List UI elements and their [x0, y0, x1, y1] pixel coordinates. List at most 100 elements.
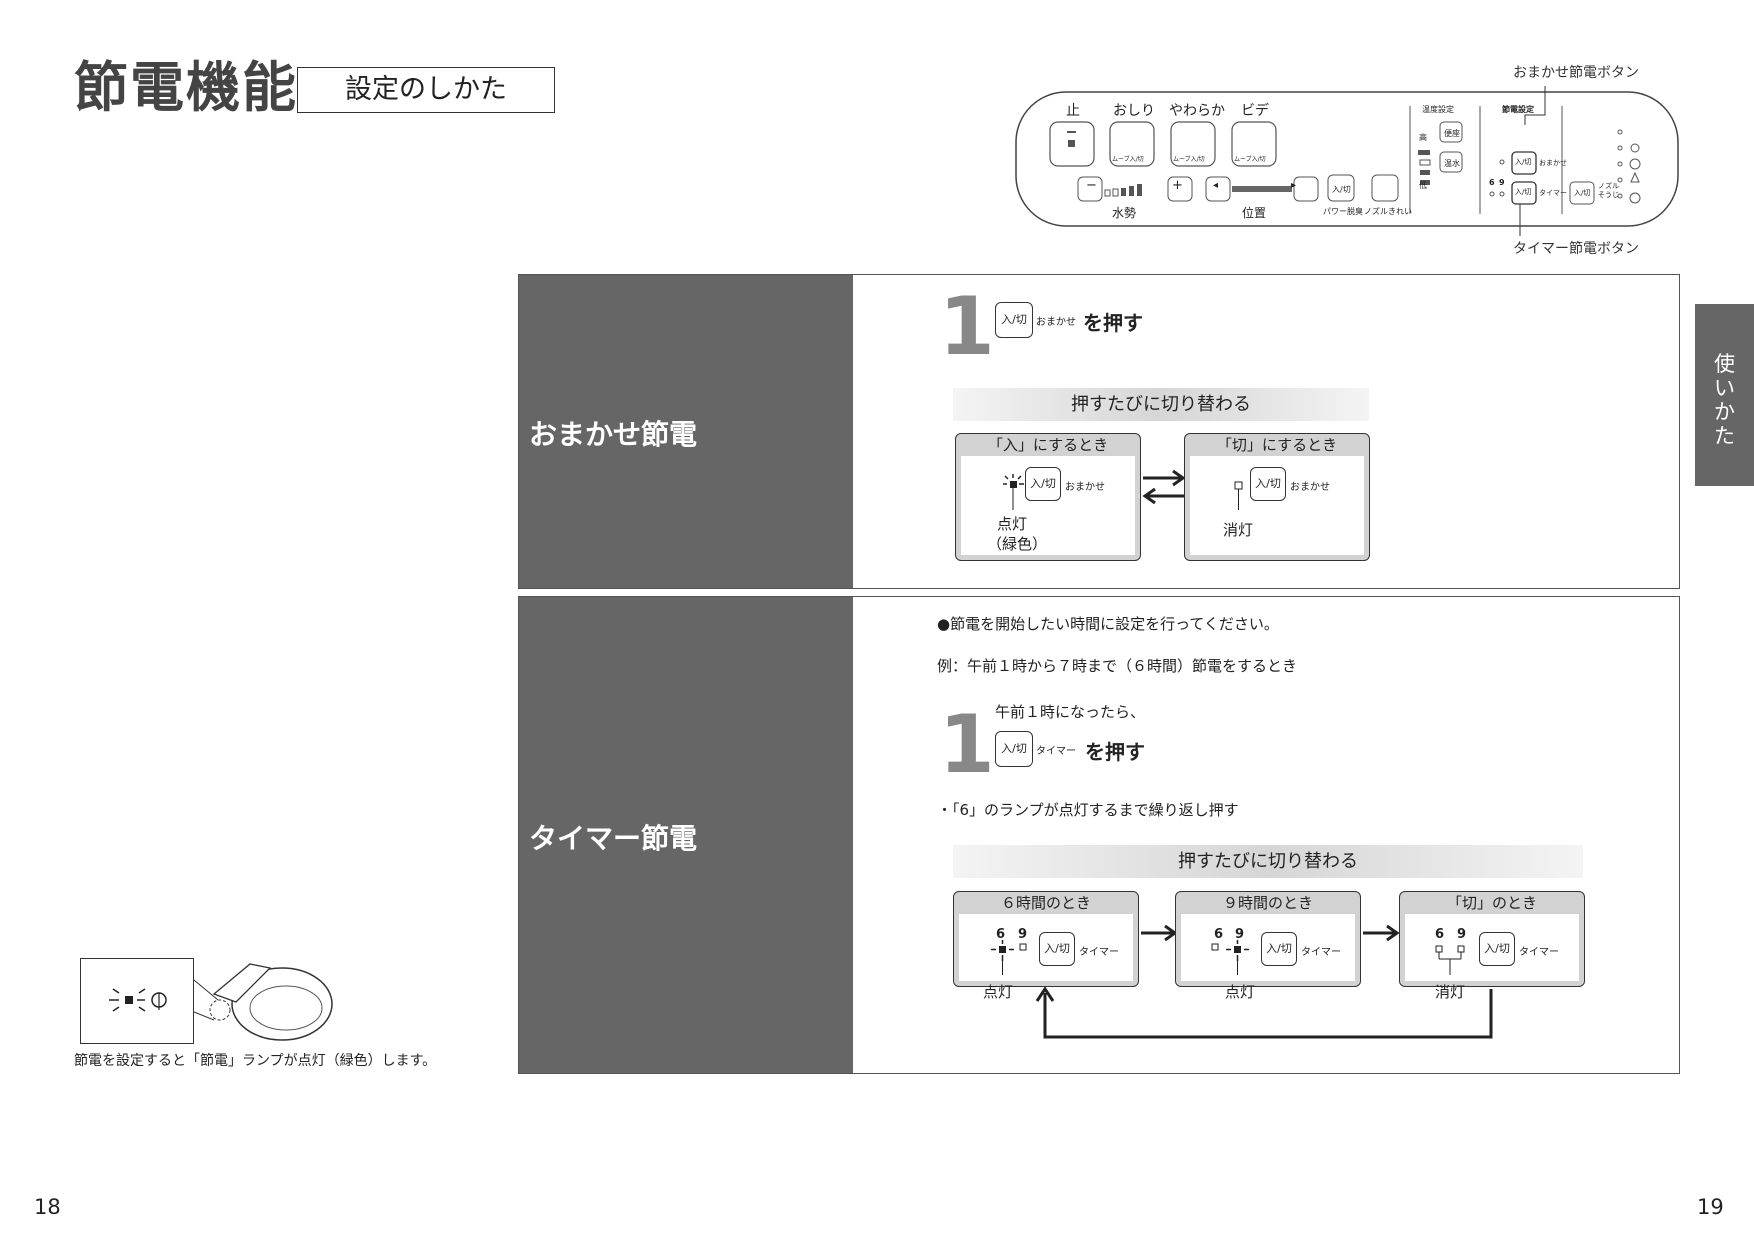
section-omakase: おまかせ節電 1 入/切 おまかせ を押す 押すたびに切り替わる 「入」にすると… [518, 274, 1680, 589]
control-panel-illustration [1015, 86, 1679, 236]
timer-note: ●節電を開始したい時間に設定を行ってください。 [937, 615, 1279, 633]
toilet-seat-illustration [193, 963, 333, 1041]
state-9h-key: 入/切 [1261, 932, 1297, 966]
state-on-key: 入/切 [1025, 467, 1061, 501]
omakase-key-icon: 入/切 [995, 302, 1033, 338]
loop-back-arrow [1035, 986, 1493, 1039]
omakase-key-sub: おまかせ [1036, 317, 1076, 328]
side-tab-usage: 使 い か た [1695, 304, 1754, 486]
panel-move-label-2: ムーブ入/切 [1173, 156, 1205, 163]
panel-water-label: 水勢 [1112, 206, 1137, 220]
state-off-six: 6 [1435, 927, 1445, 942]
state-timer-off-unlit: 消灯 [1435, 983, 1466, 1001]
side-tab-char-2: い [1714, 376, 1735, 400]
page-title: 節電機能 [74, 56, 298, 119]
state-9h-nine: 9 [1235, 927, 1245, 942]
panel-eco-6: 6 [1489, 178, 1495, 187]
state-off-title: 「切」にするとき [1216, 436, 1338, 454]
callout-timer: タイマー節電ボタン [1513, 241, 1639, 257]
lit-color-label: （緑色） [987, 535, 1048, 553]
timer-repeat-note: ・「6」のランプが点灯するまで繰り返し押す [937, 801, 1239, 819]
panel-eco-omakase: おまかせ [1539, 159, 1567, 167]
state-timer-off-title: 「切」のとき [1446, 894, 1537, 912]
section-omakase-label-bg [519, 275, 853, 588]
state-off-lamps [1435, 945, 1465, 975]
panel-stop-label: 止 [1066, 103, 1080, 119]
state-off-key-sub: おまかせ [1290, 482, 1330, 493]
state-6h-nine: 9 [1018, 927, 1028, 942]
step1-number: 1 [939, 280, 995, 373]
state-off-nine: 9 [1457, 927, 1467, 942]
panel-right-arrow: ▸ [1291, 180, 1297, 191]
step1-action: を押す [1083, 311, 1143, 335]
state-6h: ６時間のとき [953, 891, 1139, 987]
page-number-left: 18 [34, 1195, 61, 1219]
state-off: 「切」にするとき [1184, 433, 1370, 561]
panel-power-label: パワー脱臭 [1323, 207, 1363, 216]
lamp-note: 節電を設定すると「節電」ランプが点灯（緑色）します。 [74, 1053, 437, 1069]
state-on-title: 「入」にするとき [987, 436, 1109, 454]
lamp-lit-icon [1003, 474, 1024, 510]
page-number-right: 19 [1697, 1195, 1724, 1219]
panel-nozzle-btn: 入/切 [1574, 189, 1591, 197]
eco-lamp-icon [109, 988, 167, 1012]
state-9h: ９時間のとき [1175, 891, 1361, 987]
timer-key-sub: タイマー [1036, 746, 1076, 757]
panel-eco-btn-1: 入/切 [1515, 158, 1532, 166]
toggle-arrows [1142, 469, 1186, 505]
side-tab-char-1: 使 [1714, 352, 1735, 376]
state-9h-lamps [1211, 940, 1249, 975]
state-off-timer-key-sub: タイマー [1519, 947, 1559, 958]
panel-temp-title: 温度設定 [1422, 105, 1454, 114]
toggle-band: 押すたびに切り替わる [953, 388, 1369, 421]
state-on: 「入」にするとき [955, 433, 1141, 561]
state-6h-lamps [991, 940, 1027, 975]
state-6h-six: 6 [996, 927, 1006, 942]
state-6h-key-sub: タイマー [1079, 947, 1119, 958]
unlit-label: 消灯 [1223, 521, 1254, 539]
step1-timer-number: 1 [939, 698, 995, 791]
panel-warm-water: 温水 [1444, 159, 1460, 168]
state-6h-lit: 点灯 [983, 983, 1014, 1001]
panel-eco-9: 9 [1499, 178, 1505, 187]
panel-move-label-3: ムーブ入/切 [1234, 156, 1266, 163]
arrow-9-to-off [1363, 924, 1400, 942]
step1-timer-action: を押す [1085, 740, 1145, 764]
panel-nozzle-label: ノズルきれい [1364, 207, 1412, 216]
panel-left-arrow: ◂ [1213, 180, 1219, 191]
panel-move-label-1: ムーブ入/切 [1112, 156, 1144, 163]
panel-eco-title: 節電設定 [1502, 105, 1534, 114]
state-9h-title: ９時間のとき [1222, 894, 1313, 912]
panel-seat: 便座 [1444, 129, 1460, 138]
state-6h-key: 入/切 [1039, 932, 1075, 966]
section-timer-label-bg [519, 597, 853, 1073]
lamp-unlit-icon [1234, 481, 1243, 510]
panel-yawaraka-label: やわらか [1169, 103, 1225, 119]
state-off-key: 入/切 [1250, 467, 1286, 501]
side-tab-char-3: か [1714, 400, 1735, 424]
state-6h-title: ６時間のとき [1000, 894, 1091, 912]
state-9h-lit: 点灯 [1225, 983, 1256, 1001]
side-tab-char-4: た [1714, 424, 1735, 448]
timer-example: 例：午前１時から７時まで（６時間）節電をするとき [937, 657, 1298, 675]
section-timer-label: タイマー節電 [529, 822, 698, 855]
panel-power-btn: 入/切 [1332, 185, 1351, 194]
panel-bide-label: ビデ [1241, 103, 1269, 119]
section-omakase-label: おまかせ節電 [529, 418, 698, 451]
state-off-timer-key: 入/切 [1479, 932, 1515, 966]
panel-eco-btn-2: 入/切 [1515, 188, 1532, 196]
panel-minus: − [1086, 178, 1097, 193]
state-9h-six: 6 [1214, 927, 1224, 942]
panel-oshiri-label: おしり [1113, 103, 1155, 119]
panel-temp-high: 高 [1419, 133, 1427, 142]
panel-plus: + [1172, 178, 1183, 193]
callout-omakase: おまかせ節電ボタン [1513, 65, 1639, 81]
lamp-closeup [80, 958, 194, 1044]
panel-eco-timer: タイマー [1539, 189, 1567, 197]
state-on-key-sub: おまかせ [1065, 482, 1105, 493]
timer-key-icon: 入/切 [995, 731, 1033, 767]
page-subtitle: 設定のしかた [297, 67, 555, 113]
section-timer: タイマー節電 ●節電を開始したい時間に設定を行ってください。 例：午前１時から７… [518, 596, 1680, 1074]
timer-toggle-band: 押すたびに切り替わる [953, 845, 1583, 878]
step1-timer-pre: 午前１時になったら、 [995, 703, 1146, 721]
